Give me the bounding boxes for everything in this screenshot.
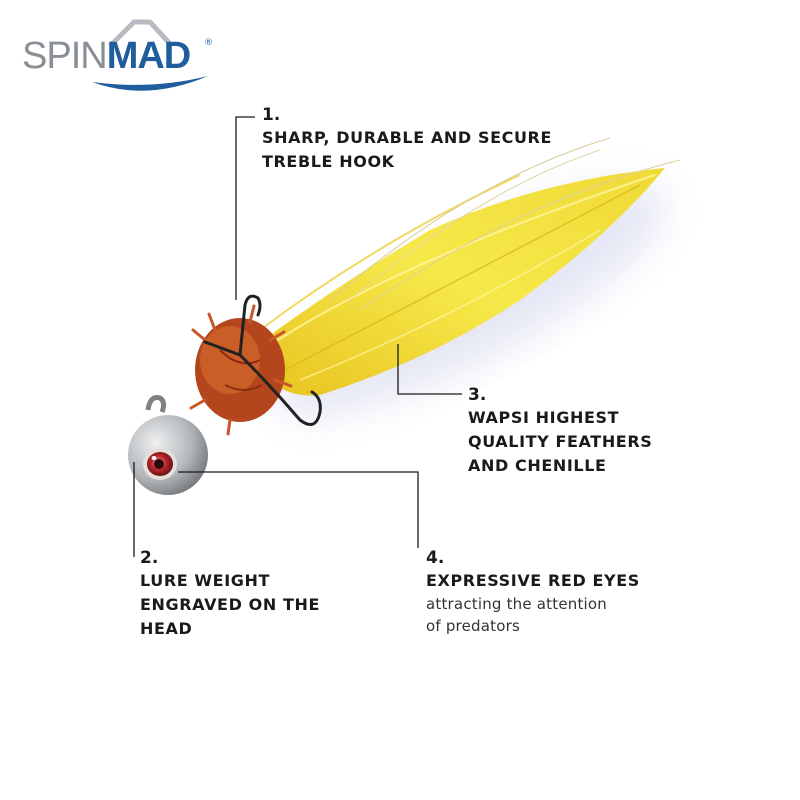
- callout-4-title-line1: EXPRESSIVE RED EYES: [426, 571, 640, 590]
- callout-4-desc-line2: of predators: [426, 617, 520, 635]
- jig-head: [128, 395, 208, 495]
- callout-4-desc-line1: attracting the attention: [426, 595, 608, 613]
- callout-1: 1. SHARP, DURABLE AND SECURE TREBLE HOOK: [262, 104, 552, 174]
- callout-3-number: 3.: [468, 385, 487, 405]
- callout-2-title-line3: HEAD: [140, 619, 193, 638]
- chenille-collar: [189, 304, 293, 436]
- brand-logo: SPINMAD ®: [22, 16, 222, 96]
- feather-tail: [250, 137, 681, 396]
- callout-2-title-line2: ENGRAVED ON THE: [140, 595, 321, 614]
- callout-1-title-line2: TREBLE HOOK: [262, 152, 395, 171]
- callout-3-title-line3: AND CHENILLE: [468, 456, 607, 475]
- logo-swoosh-icon: [92, 19, 208, 91]
- logo-spin-text: SPIN: [22, 35, 108, 77]
- leader-line-1: [235, 116, 255, 300]
- leader-line-3: [397, 344, 462, 395]
- treble-hook: [203, 294, 322, 426]
- registered-mark: ®: [204, 38, 213, 48]
- callout-3-title-line1: WAPSI HIGHEST: [468, 408, 620, 427]
- leader-lines: [133, 116, 462, 557]
- callout-4: 4. EXPRESSIVE RED EYES attracting the at…: [426, 547, 640, 637]
- leader-line-4: [178, 471, 419, 548]
- callout-1-number: 1.: [262, 105, 281, 125]
- callout-1-title-line1: SHARP, DURABLE AND SECURE: [262, 128, 552, 147]
- callout-3: 3. WAPSI HIGHEST QUALITY FEATHERS AND CH…: [468, 384, 652, 478]
- callout-2: 2. LURE WEIGHT ENGRAVED ON THE HEAD: [140, 547, 320, 641]
- logo-wordmark: SPINMAD: [22, 35, 192, 77]
- logo-mad-text: MAD: [106, 35, 192, 77]
- callout-3-title-line2: QUALITY FEATHERS: [468, 432, 653, 451]
- callout-2-number: 2.: [140, 548, 159, 568]
- callout-2-title-line1: LURE WEIGHT: [140, 571, 271, 590]
- callout-4-number: 4.: [426, 548, 445, 568]
